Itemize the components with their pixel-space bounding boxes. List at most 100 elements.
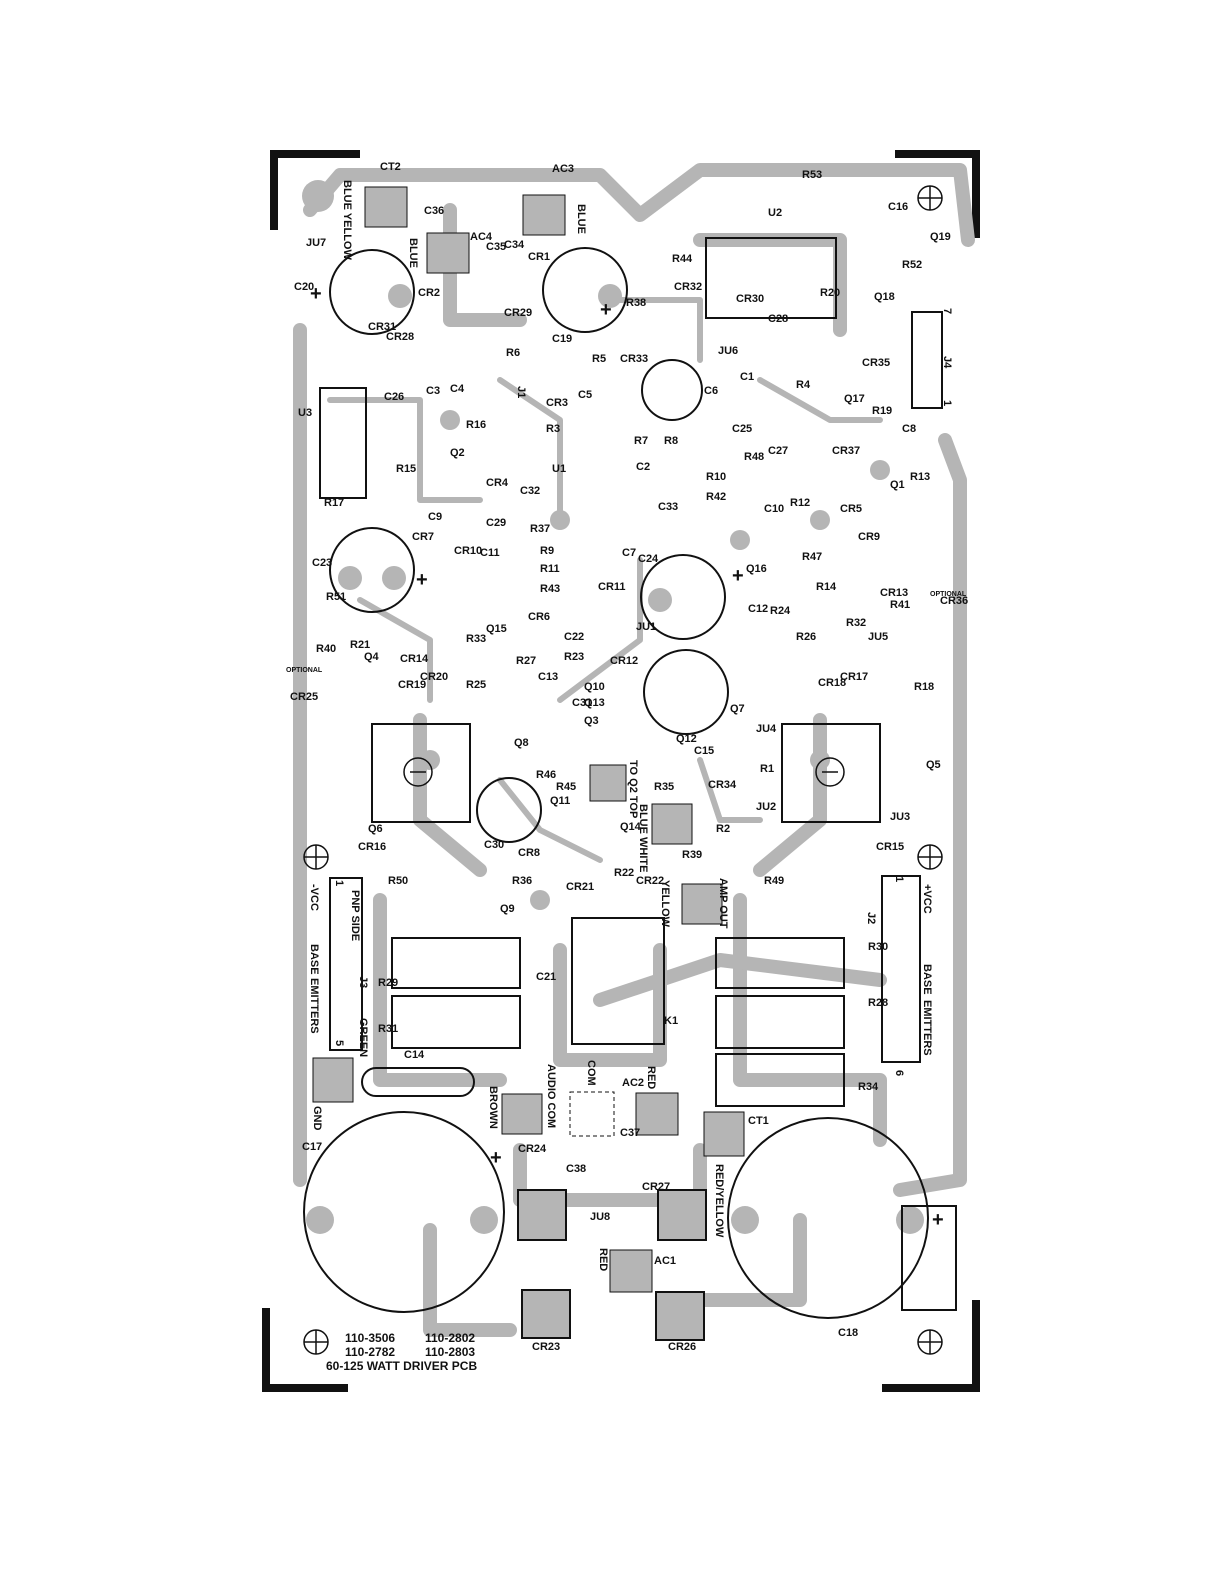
label-r20: R20	[820, 287, 840, 299]
label-cr15: CR15	[876, 841, 904, 853]
j3-label: J3	[357, 976, 369, 988]
part-number-4: 110-2803	[425, 1345, 475, 1359]
label-r47: R47	[802, 551, 822, 563]
label-r39: R39	[682, 849, 702, 861]
label-cr34: CR34	[708, 779, 737, 791]
label-ac1: AC1	[654, 1255, 676, 1267]
label-c21: C21	[536, 971, 556, 983]
gnd-label: GND	[311, 1106, 323, 1131]
plus-c19: +	[600, 299, 612, 321]
j2-base-label: BASE	[921, 964, 933, 995]
label-c26: C26	[384, 391, 404, 403]
label-c2: C2	[636, 461, 650, 473]
label-cr12: CR12	[610, 655, 638, 667]
label-cr24: CR24	[518, 1143, 547, 1155]
label-cr6: CR6	[528, 611, 550, 623]
designators: C17 C18 C20 C19 C23 C24 C13 C30 C6 C14 C…	[286, 161, 968, 1353]
label-cr5: CR5	[840, 503, 862, 515]
copper-traces	[293, 163, 975, 1337]
capacitor-c24	[640, 554, 726, 640]
label-cr32: CR32	[674, 281, 702, 293]
label-c25: C25	[732, 423, 752, 435]
label-r4: R4	[796, 379, 811, 391]
label-r24: R24	[770, 605, 791, 617]
label-c14: C14	[404, 1049, 425, 1061]
capacitor-c17	[303, 1111, 505, 1313]
label-c22: C22	[564, 631, 584, 643]
label-c20: C20	[294, 281, 314, 293]
label-q19: Q19	[930, 231, 951, 243]
label-r2: R2	[716, 823, 730, 835]
part-number-2: 110-2802	[425, 1331, 475, 1345]
label-cr31: CR31	[368, 321, 396, 333]
label-c17: C17	[302, 1141, 322, 1153]
label-r13: R13	[910, 471, 930, 483]
label-cr13: CR13	[880, 587, 908, 599]
label-c24: C24	[638, 553, 659, 565]
label-c37: C37	[620, 1127, 640, 1139]
polarity-marks: + + + + + +	[310, 283, 944, 1231]
label-c7: C7	[622, 547, 636, 559]
label-q4: Q4	[364, 651, 380, 663]
label-c36: C36	[424, 205, 444, 217]
label-ct2: CT2	[380, 161, 401, 173]
label-cr27: CR27	[642, 1181, 670, 1193]
label-r5: R5	[592, 353, 606, 365]
label-q3: Q3	[584, 715, 599, 727]
label-u1: U1	[552, 463, 566, 475]
label-c16: C16	[888, 201, 908, 213]
label-cr35: CR35	[862, 357, 890, 369]
label-q7: Q7	[730, 703, 745, 715]
j3-base-label: BASE	[308, 944, 320, 975]
label-r43: R43	[540, 583, 560, 595]
component-outlines	[319, 237, 957, 1341]
label-r27: R27	[516, 655, 536, 667]
label-ac2: AC2	[622, 1077, 644, 1089]
label-c29: C29	[486, 517, 506, 529]
label-cr1: CR1	[528, 251, 550, 263]
label-r26: R26	[796, 631, 816, 643]
capacitor-c19	[542, 247, 628, 333]
plus-c17: +	[490, 1147, 502, 1169]
label-r11: R11	[540, 563, 560, 575]
label-c9: C9	[428, 511, 442, 523]
label-r22: R22	[614, 867, 634, 879]
label-c28: C28	[768, 313, 788, 325]
part-number-1: 110-3506	[345, 1331, 395, 1345]
label-r3: R3	[546, 423, 560, 435]
label-c19: C19	[552, 333, 572, 345]
label-c15: C15	[694, 745, 714, 757]
label-cr16: CR16	[358, 841, 386, 853]
label-cr18: CR18	[818, 677, 846, 689]
large-capacitors	[303, 247, 929, 1319]
trimpot-glyphs	[403, 757, 845, 787]
label-q12: Q12	[676, 733, 697, 745]
label-cr28: CR28	[386, 331, 414, 343]
label-c11: C11	[480, 547, 500, 559]
label-cr21: CR21	[566, 881, 594, 893]
blue-label-1: BLUE	[575, 204, 587, 234]
label-r35: R35	[654, 781, 674, 793]
label-q8: Q8	[514, 737, 529, 749]
label-r52: R52	[902, 259, 922, 271]
j2-pin-last: 6	[893, 1070, 905, 1076]
label-r6: R6	[506, 347, 520, 359]
capacitor-c23	[329, 527, 415, 613]
label-r25: R25	[466, 679, 486, 691]
red-top-label: RED	[645, 1066, 657, 1089]
label-q2: Q2	[450, 447, 465, 459]
board-title: 60-125 WATT DRIVER PCB	[326, 1359, 477, 1373]
connector-labels: -VCC PNP SIDE BASE EMITTERS J3 GREEN GND…	[308, 180, 953, 1271]
label-q13: Q13	[584, 697, 605, 709]
label-q6: Q6	[368, 823, 383, 835]
blue-yellow-label: BLUE YELLOW	[341, 180, 353, 260]
label-q14: Q14	[620, 821, 642, 833]
j3-emitters-label: EMITTERS	[308, 978, 320, 1034]
label-r31: R31	[378, 1023, 398, 1035]
j2-pin-first: 1	[893, 876, 905, 882]
plus-c23: +	[416, 569, 428, 591]
j2-emitters-label: EMITTERS	[921, 1000, 933, 1056]
green-label: GREEN	[357, 1018, 369, 1057]
j3-vcc-label: -VCC	[308, 884, 320, 911]
